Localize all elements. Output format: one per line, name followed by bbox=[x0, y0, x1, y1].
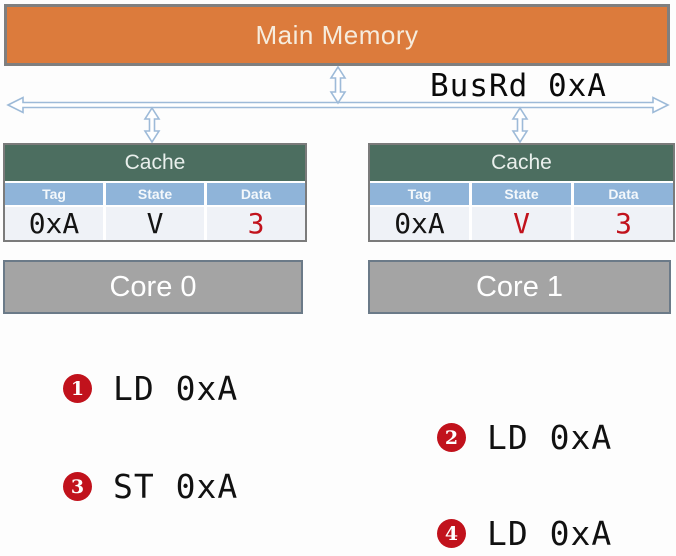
operation-1: 1 LD 0xA bbox=[63, 369, 238, 408]
cache0-col-data: Data bbox=[207, 182, 305, 205]
operation-4-badge: 4 bbox=[437, 519, 466, 548]
cache0-title: Cache bbox=[5, 145, 305, 181]
cache0-tag-value: 0xA bbox=[5, 207, 103, 240]
memory-bus-link-arrow-icon bbox=[329, 65, 347, 105]
cache1-header-row: Tag State Data bbox=[370, 182, 673, 205]
main-memory-label: Main Memory bbox=[255, 19, 419, 50]
core1-label: Core 1 bbox=[475, 270, 564, 303]
core1-block: Core 1 bbox=[368, 260, 671, 314]
operation-2-badge: 2 bbox=[437, 423, 466, 452]
operation-4-text: LD 0xA bbox=[487, 514, 613, 553]
operation-3: 3 ST 0xA bbox=[63, 467, 238, 506]
cache1-col-data: Data bbox=[574, 182, 673, 205]
cache0-table: Cache Tag State Data 0xA V 3 bbox=[3, 143, 307, 242]
cache1-col-tag: Tag bbox=[370, 182, 469, 205]
cache0-state-value: V bbox=[106, 207, 204, 240]
cache0-header-row: Tag State Data bbox=[5, 182, 305, 205]
cache1-col-state: State bbox=[472, 182, 571, 205]
cache1-tag-value: 0xA bbox=[370, 207, 469, 240]
operation-3-badge: 3 bbox=[63, 472, 92, 501]
cache1-bus-link-arrow-icon bbox=[511, 106, 529, 144]
operation-1-badge: 1 bbox=[63, 374, 92, 403]
bus-transaction-label: BusRd 0xA bbox=[430, 68, 607, 104]
core0-label: Core 0 bbox=[109, 270, 197, 303]
main-memory-block: Main Memory bbox=[4, 4, 670, 66]
cache0-col-state: State bbox=[106, 182, 204, 205]
cache0-value-row: 0xA V 3 bbox=[5, 207, 305, 240]
operation-2: 2 LD 0xA bbox=[437, 418, 612, 457]
operation-3-text: ST 0xA bbox=[113, 467, 239, 506]
cache0-col-tag: Tag bbox=[5, 182, 103, 205]
operation-4: 4 LD 0xA bbox=[437, 514, 612, 553]
cache0-data-value: 3 bbox=[207, 207, 305, 240]
cache1-title: Cache bbox=[370, 145, 673, 181]
cache0-bus-link-arrow-icon bbox=[143, 106, 161, 144]
cache1-data-value: 3 bbox=[574, 207, 673, 240]
cache1-table: Cache Tag State Data 0xA V 3 bbox=[368, 143, 675, 242]
cache1-state-value: V bbox=[472, 207, 571, 240]
core0-block: Core 0 bbox=[3, 260, 303, 314]
operation-1-text: LD 0xA bbox=[113, 369, 239, 408]
operation-2-text: LD 0xA bbox=[487, 418, 613, 457]
cache1-value-row: 0xA V 3 bbox=[370, 207, 673, 240]
